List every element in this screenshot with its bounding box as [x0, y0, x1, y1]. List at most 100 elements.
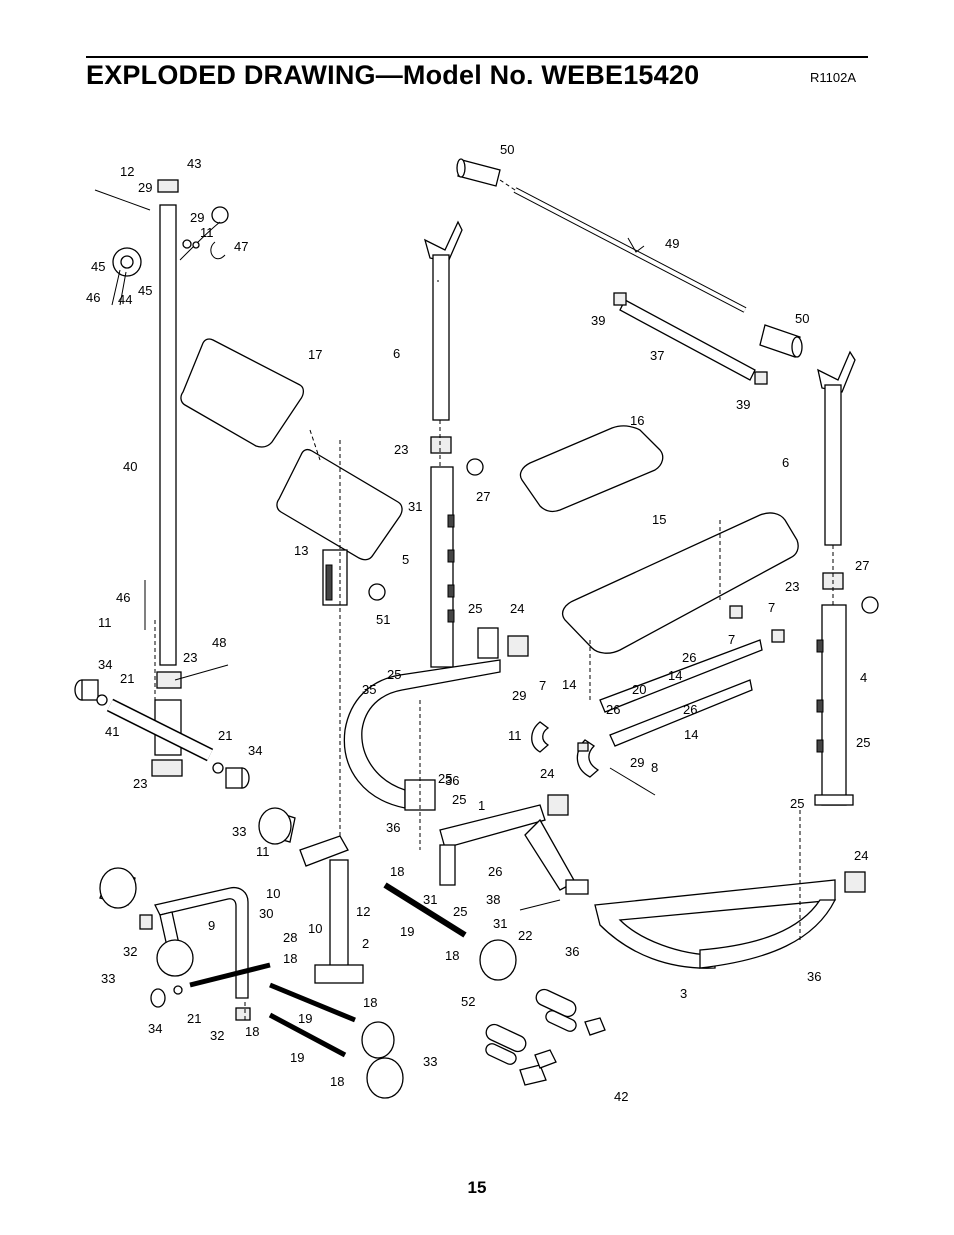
callout-33: 33: [232, 824, 246, 839]
callout-31: 31: [423, 892, 437, 907]
callout-24: 24: [854, 848, 868, 863]
callout-33: 33: [423, 1054, 437, 1069]
callout-17: 17: [308, 347, 322, 362]
callout-52: 52: [461, 994, 475, 1009]
callout-14: 14: [668, 668, 682, 683]
callout-11: 11: [256, 844, 270, 859]
callout-40: 40: [123, 459, 137, 474]
callout-23: 23: [785, 579, 799, 594]
callout-35: 35: [362, 682, 376, 697]
callout-25: 25: [453, 904, 467, 919]
callout-29: 29: [190, 210, 204, 225]
part-15-pad: [561, 512, 799, 654]
callout-42: 42: [614, 1089, 628, 1104]
callout-23: 23: [133, 776, 147, 791]
callout-25: 25: [387, 667, 401, 682]
callout-21: 21: [120, 671, 134, 686]
callout-10: 10: [308, 921, 322, 936]
callout-7: 7: [728, 632, 735, 647]
part-52-handle-b: [485, 1023, 527, 1053]
callout-19: 19: [400, 924, 414, 939]
callout-18: 18: [445, 948, 459, 963]
callout-12: 12: [120, 164, 134, 179]
callout-7: 7: [539, 678, 546, 693]
page-number: 15: [467, 1178, 487, 1197]
part-4-upright: [821, 604, 847, 806]
callout-9: 9: [208, 918, 215, 933]
callout-47: 47: [234, 239, 248, 254]
callout-45: 45: [138, 283, 152, 298]
part-33-roller-c: [156, 939, 194, 977]
callout-13: 13: [294, 543, 308, 558]
part-6-right: [824, 384, 842, 546]
callout-41: 41: [105, 724, 119, 739]
callout-39: 39: [736, 397, 750, 412]
callout-18: 18: [245, 1024, 259, 1039]
callout-14: 14: [562, 677, 576, 692]
title-rule: [86, 56, 868, 58]
callout-39: 39: [591, 313, 605, 328]
callout-44: 44: [118, 292, 132, 307]
callout-22: 22: [518, 928, 532, 943]
callout-43: 43: [187, 156, 201, 171]
callout-51: 51: [376, 612, 390, 627]
callout-27: 27: [855, 558, 869, 573]
callout-21: 21: [218, 728, 232, 743]
callout-28: 28: [283, 930, 297, 945]
part-23-sleeve: [156, 671, 182, 689]
part-37-rod: [619, 299, 756, 381]
callout-32: 32: [123, 944, 137, 959]
callout-6: 6: [393, 346, 400, 361]
callout-4: 4: [860, 670, 867, 685]
callout-21: 21: [187, 1011, 201, 1026]
callout-36: 36: [807, 969, 821, 984]
part-1-frame: [439, 804, 546, 849]
callout-34: 34: [148, 1021, 162, 1036]
part-33-roller-e: [361, 1021, 395, 1059]
callout-12: 12: [356, 904, 370, 919]
callout-31: 31: [493, 916, 507, 931]
callout-31: 31: [408, 499, 422, 514]
part-33-roller-b: [258, 807, 292, 845]
callout-5: 5: [402, 552, 409, 567]
callout-50: 50: [500, 142, 514, 157]
callout-24: 24: [510, 601, 524, 616]
callout-19: 19: [298, 1011, 312, 1026]
part-17-pad: [180, 338, 305, 448]
callout-50: 50: [795, 311, 809, 326]
callout-46: 46: [86, 290, 100, 305]
part-9-legframe: [154, 886, 249, 999]
part-33-roller-a: [99, 867, 137, 909]
part-40-upright: [159, 204, 177, 666]
part-16-pad: [519, 425, 664, 513]
part-33-roller-f: [366, 1057, 404, 1099]
callout-20: 20: [632, 682, 646, 697]
callout-37: 37: [650, 348, 664, 363]
part-43-cap: [157, 179, 179, 193]
callout-3: 3: [680, 986, 687, 1001]
callout-2: 2: [362, 936, 369, 951]
callout-45: 45: [91, 259, 105, 274]
callout-26: 26: [606, 702, 620, 717]
callout-25: 25: [468, 601, 482, 616]
part-2-upright: [329, 859, 349, 971]
callout-26: 26: [488, 864, 502, 879]
callout-25: 25: [438, 771, 452, 786]
callout-34: 34: [98, 657, 112, 672]
callout-11: 11: [200, 225, 214, 240]
part-20-bracket: [599, 639, 763, 713]
part-23-lower: [151, 759, 183, 777]
callout-16: 16: [630, 413, 644, 428]
callout-38: 38: [486, 892, 500, 907]
page-title: EXPLODED DRAWING—Model No. WEBE15420: [86, 60, 700, 90]
callout-49: 49: [665, 236, 679, 251]
callout-18: 18: [283, 951, 297, 966]
callout-8: 8: [651, 760, 658, 775]
callout-33: 33: [101, 971, 115, 986]
callout-36: 36: [445, 773, 459, 788]
callout-25: 25: [452, 792, 466, 807]
callout-32: 32: [210, 1028, 224, 1043]
callout-26: 26: [682, 650, 696, 665]
part-5-upright: [430, 466, 454, 668]
callout-18: 18: [363, 995, 377, 1010]
